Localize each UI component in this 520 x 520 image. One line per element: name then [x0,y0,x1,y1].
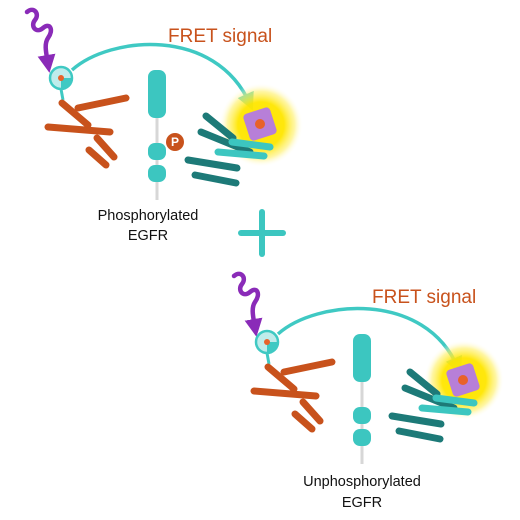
egfr-label-line1: Unphosphorylated [303,474,421,490]
excitation-wave-icon [24,7,56,73]
donor-dye-icon [48,65,74,101]
donor-antibody-icon [250,358,336,433]
plus-icon [238,209,286,257]
fret-arrow [276,306,462,375]
excitation-wave-icon [231,271,263,337]
unphosphorylated-panel: FRET signal [231,271,504,511]
acceptor-dye-icon [243,107,277,141]
acceptor-dye-icon [446,363,480,397]
egfr-label-line2: EGFR [342,495,382,511]
donor-antibody-icon [44,94,130,169]
egfr-label-line2: EGFR [128,228,168,244]
egfr-receptor-icon [353,334,371,464]
phospho-badge: P [166,133,184,151]
fret-signal-label: FRET signal [168,26,272,47]
phosphorylated-panel: FRET signal P [24,7,303,244]
acceptor-antibody-icon [184,112,274,187]
fret-signal-label: FRET signal [372,287,476,308]
egfr-receptor-icon [148,70,166,200]
svg-text:P: P [171,135,179,149]
fret-arrow [70,42,254,111]
donor-dye-icon [254,329,280,365]
egfr-label-line1: Phosphorylated [98,208,199,224]
acceptor-antibody-icon [388,368,478,443]
